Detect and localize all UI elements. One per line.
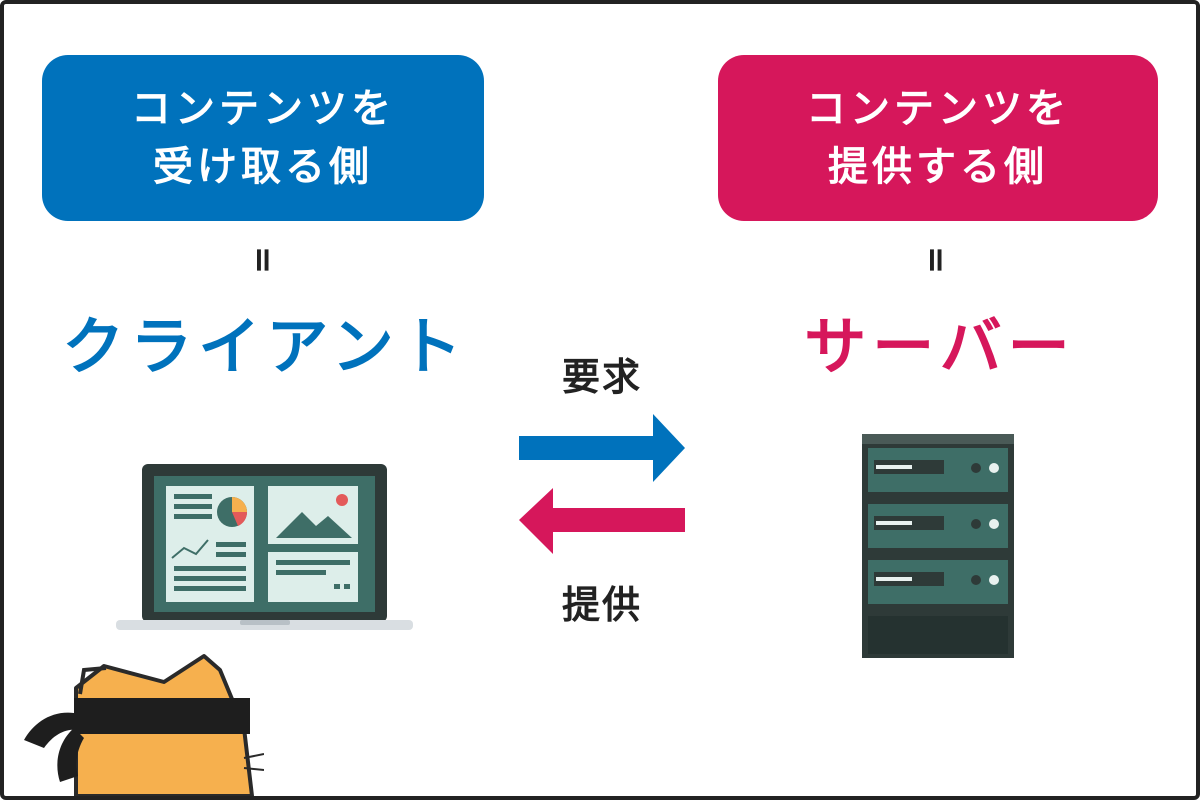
request-label: 要求 — [561, 355, 642, 399]
server-description-line-1: コンテンツを — [806, 86, 1070, 132]
laptop-icon — [116, 464, 413, 630]
client-description-box: コンテンツを 受け取る側 — [42, 55, 484, 221]
server-description-line-2: 提供する側 — [828, 144, 1048, 190]
provide-label: 提供 — [561, 583, 642, 627]
client-description-line-1: コンテンツを — [131, 86, 395, 132]
server-name: サーバー — [804, 310, 1076, 383]
server-rack-icon — [862, 434, 1014, 658]
client-name: クライアント — [62, 310, 468, 383]
request-arrow-icon — [519, 414, 685, 482]
server-description-box: コンテンツを 提供する側 — [718, 55, 1158, 221]
client-description-line-2: 受け取る側 — [153, 144, 373, 190]
client-equals-sign: = — [243, 245, 283, 275]
provide-arrow-icon — [519, 488, 685, 554]
server-equals-sign: = — [916, 245, 956, 275]
flow-arrows — [519, 414, 685, 554]
cat-mascot-icon — [24, 654, 264, 796]
